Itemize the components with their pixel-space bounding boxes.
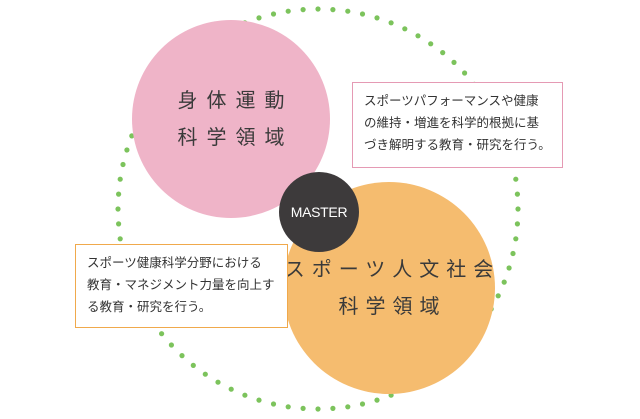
ring-dot	[514, 221, 521, 227]
bottom-circle-line-1: スポーツ人文社会	[284, 257, 501, 281]
ring-dot	[428, 41, 434, 47]
ring-dot	[256, 15, 262, 21]
ring-dot	[285, 8, 291, 14]
ring-dot	[124, 147, 130, 153]
ring-dot	[242, 392, 248, 398]
ring-dot	[415, 33, 421, 39]
ring-dot	[374, 397, 380, 403]
ring-dot	[462, 70, 468, 76]
ring-dot	[270, 401, 277, 407]
ring-dot	[451, 59, 457, 65]
ring-dot	[315, 6, 321, 12]
ring-dot	[514, 191, 521, 197]
ring-dot	[510, 250, 516, 257]
bottom-description-box: スポーツ健康科学分野における 教育・マネジメント力量を向上す る教育・研究を行う…	[75, 244, 288, 328]
ring-dot	[120, 161, 126, 168]
ring-dot	[359, 401, 366, 407]
ring-dot	[115, 206, 121, 212]
ring-dot	[374, 15, 380, 21]
top-description-line-1: スポーツパフォーマンスや健康	[364, 93, 539, 108]
bottom-circle-line-2: 科学領域	[338, 294, 447, 318]
ring-dot	[215, 379, 221, 385]
top-description-line-2: の維持・増進を科学的根拠に基	[364, 115, 540, 130]
ring-dot	[117, 236, 123, 242]
ring-dot	[315, 406, 321, 412]
ring-dot	[179, 353, 185, 359]
ring-dot	[256, 397, 262, 403]
ring-dot	[300, 7, 306, 13]
ring-dot	[513, 176, 519, 182]
ring-dot	[202, 371, 208, 377]
ring-dot	[345, 8, 351, 14]
ring-dot	[515, 206, 521, 212]
ring-dot	[228, 386, 234, 392]
ring-dot	[359, 11, 366, 17]
ring-dot	[168, 342, 174, 348]
top-description-line-3: づき解明する教育・研究を行う。	[364, 137, 551, 152]
ring-dot	[159, 331, 165, 337]
top-description-box: スポーツパフォーマンスや健康 の維持・増進を科学的根拠に基 づき解明する教育・研…	[352, 82, 563, 168]
ring-dot	[116, 191, 122, 197]
ring-dot	[190, 362, 196, 368]
ring-dot	[388, 20, 394, 26]
ring-dot	[506, 265, 512, 271]
ring-dot	[330, 7, 336, 13]
ring-dot	[270, 11, 277, 17]
top-circle-line-1: 身体運動	[177, 88, 294, 112]
ring-dot	[330, 405, 336, 411]
bottom-description-line-3: る教育・研究を行う。	[87, 299, 212, 314]
bottom-description-line-2: 教育・マネジメント力量を向上す	[87, 277, 275, 292]
ring-dot	[285, 404, 291, 410]
ring-dot	[501, 279, 507, 285]
bottom-description-line-1: スポーツ健康科学分野における	[87, 255, 262, 270]
ring-dot	[345, 404, 351, 410]
ring-dot	[513, 236, 519, 242]
master-center-badge: MASTER	[279, 172, 359, 252]
ring-dot	[117, 176, 123, 182]
ring-dot	[300, 405, 306, 411]
physical-exercise-science-circle: 身体運動 科学領域	[132, 20, 330, 218]
ring-dot	[495, 293, 501, 299]
ring-dot	[440, 50, 446, 56]
ring-dot	[402, 26, 408, 32]
ring-dot	[116, 221, 122, 227]
top-circle-line-2: 科学領域	[177, 125, 294, 149]
